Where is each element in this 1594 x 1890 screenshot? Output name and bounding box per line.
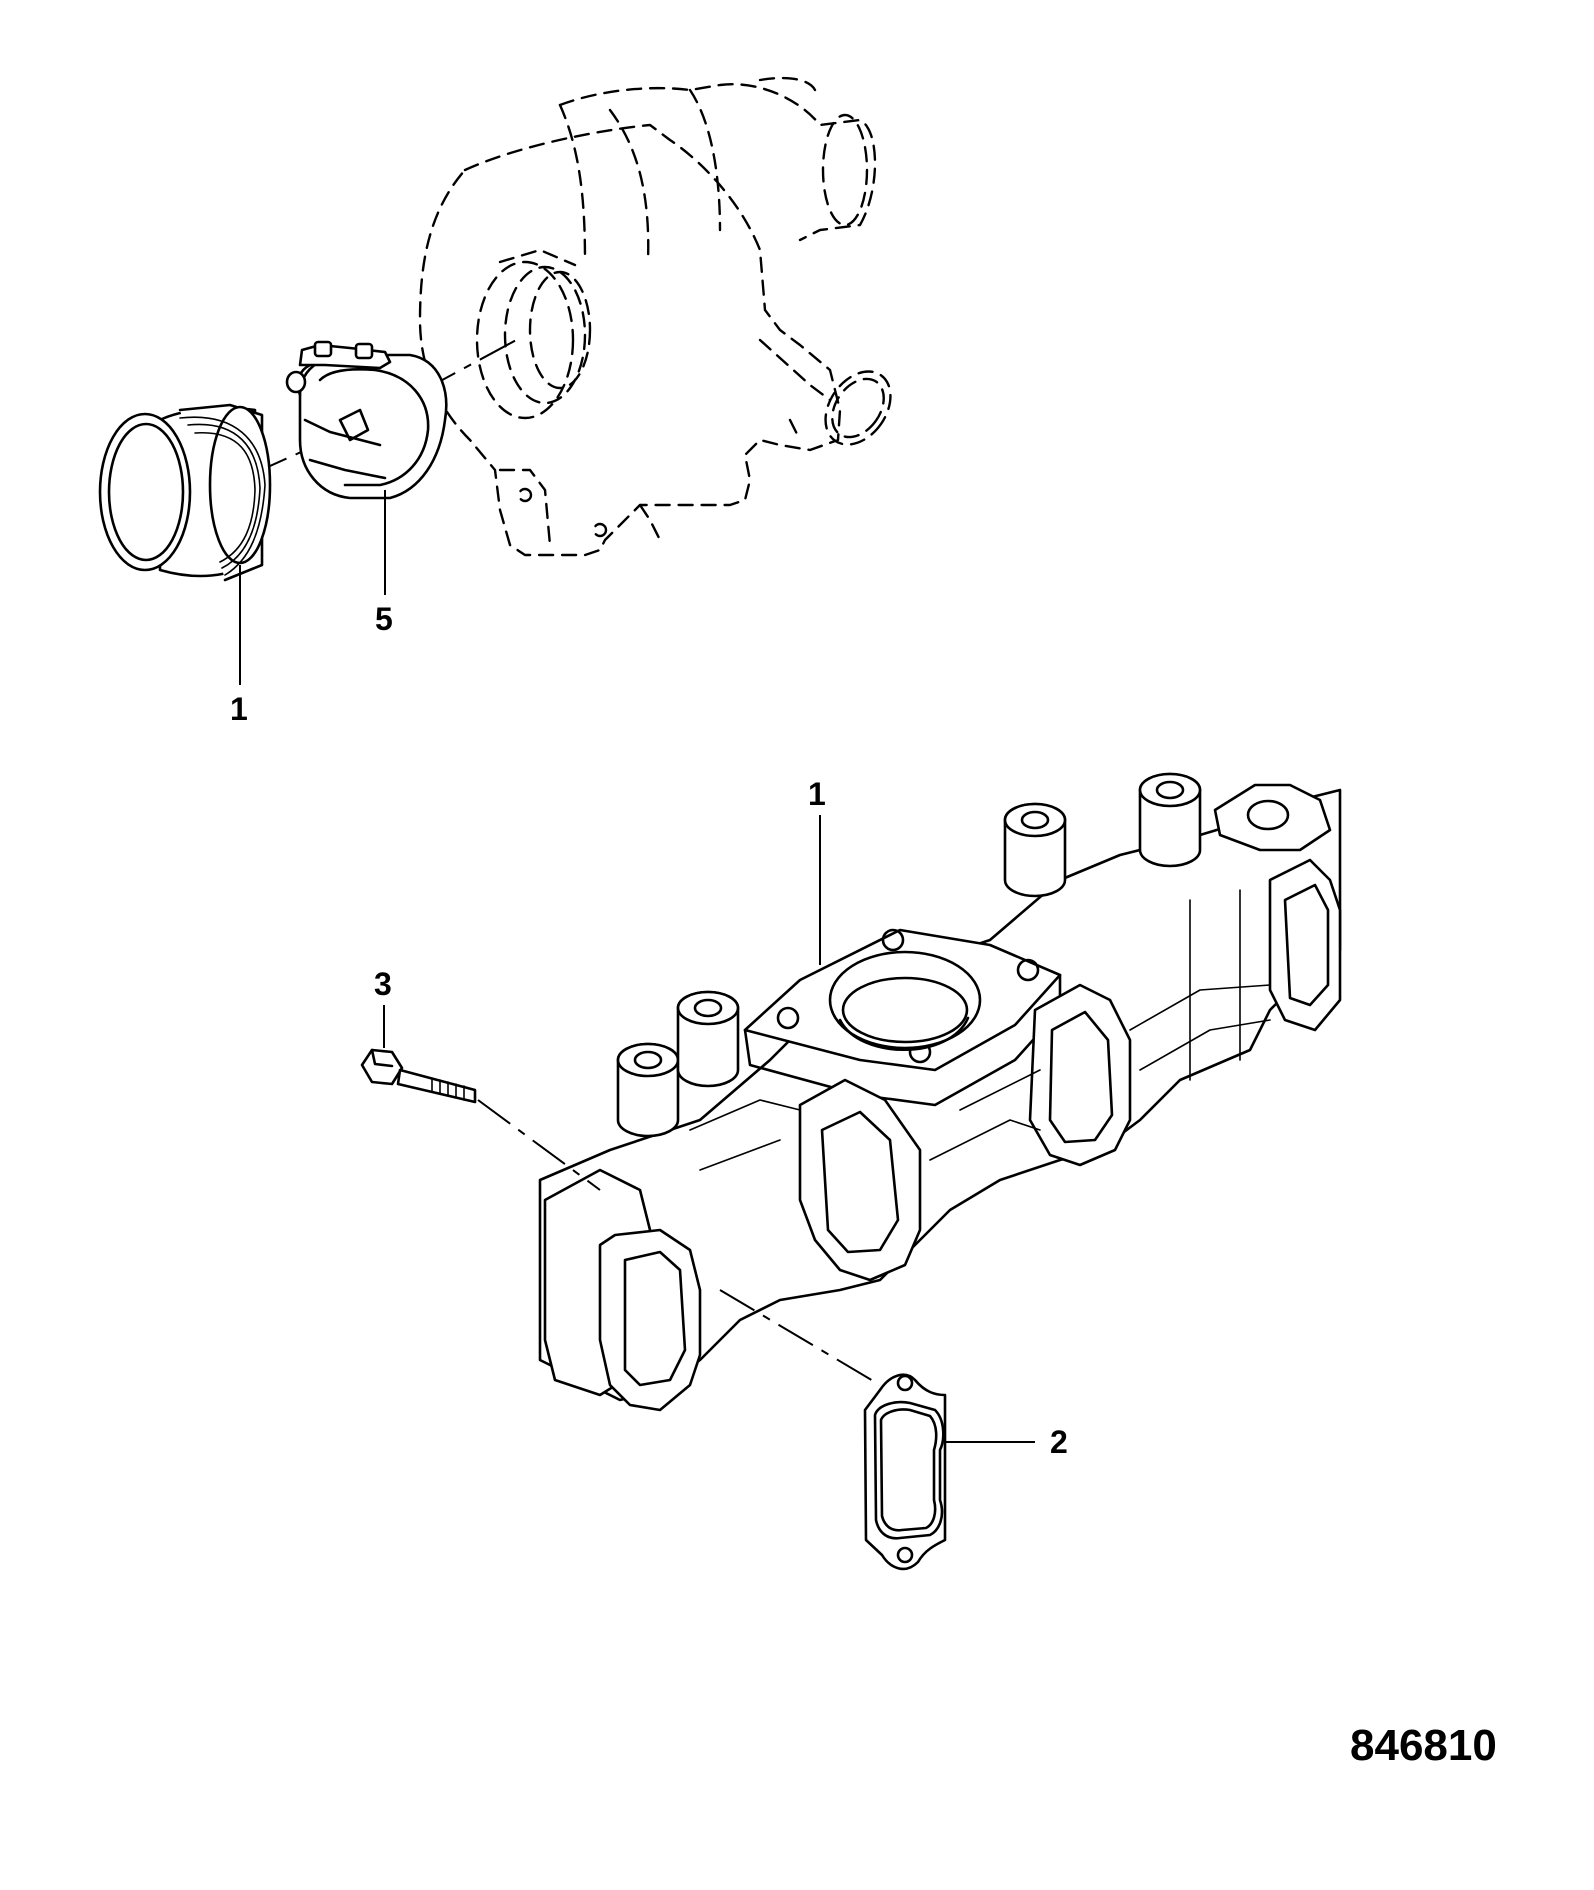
manifold-bosses [616,772,1332,1138]
callout-3: 3 [374,966,392,1048]
callout-1: 1 [808,776,826,965]
callout-2: 2 [945,1424,1068,1460]
manifold-ports [543,858,1342,1412]
v-band-clamp [285,340,448,500]
callout-label-2: 2 [1050,1424,1068,1460]
callout-label-3: 3 [374,966,392,1002]
exhaust-adapter-pipe [98,403,272,582]
manifold-bolt [360,1048,601,1191]
manifold-gasket [863,1373,947,1571]
callout-5: 5 [375,490,393,637]
figure-number: 846810 [1350,1721,1497,1770]
callout-4: 1 [230,565,248,727]
turbocharger-phantom [418,76,892,557]
exhaust-manifold [538,772,1342,1412]
callout-label-5: 5 [375,601,393,637]
callout-label-4: 1 [230,691,248,727]
center-line [719,1289,881,1386]
callout-label-1: 1 [808,776,826,812]
